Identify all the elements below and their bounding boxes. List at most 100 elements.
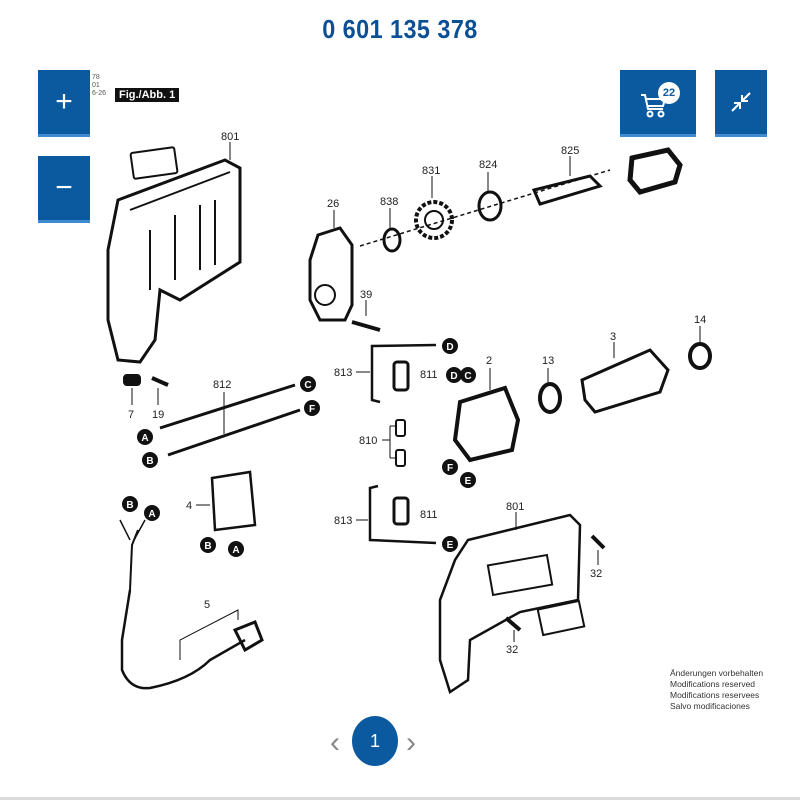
side-note-line: 78 bbox=[92, 74, 100, 81]
connector-marker bbox=[442, 338, 458, 354]
zoom-in-button[interactable]: + bbox=[38, 70, 90, 134]
connector-marker bbox=[460, 472, 476, 488]
part-label: 19 bbox=[152, 409, 164, 421]
armature-3 bbox=[580, 348, 670, 414]
figure-label: Fig./Abb. 1 bbox=[115, 88, 180, 102]
switch-4 bbox=[210, 470, 257, 532]
connector-marker bbox=[144, 505, 160, 521]
minus-icon: − bbox=[55, 171, 73, 204]
connector-letter: B bbox=[204, 541, 211, 552]
zoom-out-button[interactable]: − bbox=[38, 156, 90, 220]
connector-marker bbox=[460, 367, 476, 383]
brush-811-lower bbox=[392, 496, 410, 526]
part-label: 7 bbox=[128, 409, 134, 421]
part-label: 810 bbox=[359, 435, 377, 447]
screw-32-b bbox=[504, 616, 522, 632]
part-label: 838 bbox=[380, 196, 398, 208]
part-label: 4 bbox=[186, 500, 192, 512]
connector-letter: A bbox=[232, 545, 239, 556]
connector-letter: D bbox=[446, 342, 453, 353]
connector-marker bbox=[442, 536, 458, 552]
brush-810-a bbox=[395, 419, 406, 437]
part-label: 32 bbox=[590, 568, 602, 580]
part-label: 813 bbox=[334, 367, 352, 379]
notice-line: Modifications reservees bbox=[670, 690, 760, 700]
wire-813-upper bbox=[370, 343, 437, 404]
connector-letter: A bbox=[148, 509, 155, 520]
part-label: 811 bbox=[420, 369, 438, 381]
side-note: 78 01 6-26 bbox=[92, 74, 106, 98]
connector-letter: F bbox=[447, 463, 453, 474]
part-label: 39 bbox=[360, 289, 372, 301]
bearing-838 bbox=[382, 227, 402, 253]
side-note-line: 01 bbox=[92, 82, 100, 89]
part-label: 813 bbox=[334, 515, 352, 527]
previous-page-chevron-icon[interactable]: ‹ bbox=[330, 726, 340, 759]
plug bbox=[232, 620, 264, 653]
notice-line: Änderungen vorbehalten bbox=[670, 668, 764, 678]
connector-marker bbox=[122, 496, 138, 512]
connector-marker bbox=[200, 537, 216, 553]
screw-39 bbox=[351, 320, 381, 332]
wire-813-lower bbox=[368, 484, 437, 545]
part-label: 26 bbox=[327, 198, 339, 210]
housing-half-right bbox=[438, 513, 582, 694]
bottom-divider bbox=[0, 797, 800, 800]
screw-19 bbox=[151, 376, 169, 387]
plus-icon: + bbox=[55, 85, 73, 118]
side-note-line: 6-26 bbox=[92, 90, 107, 97]
part-label: 5 bbox=[204, 599, 210, 611]
stator-2 bbox=[452, 385, 521, 463]
page-title: 0 601 135 378 bbox=[322, 14, 478, 44]
part-label: 32 bbox=[506, 644, 518, 656]
part-label: 801 bbox=[221, 131, 239, 143]
label-plate bbox=[129, 146, 179, 180]
housing-half-left bbox=[106, 158, 242, 364]
bearing-824 bbox=[477, 190, 503, 222]
cart-button[interactable]: 22 bbox=[620, 70, 696, 134]
part-label: 2 bbox=[486, 355, 492, 367]
pagination: ‹ 1 › bbox=[0, 716, 800, 766]
collapse-button[interactable] bbox=[715, 70, 767, 134]
connector-letter: C bbox=[464, 371, 471, 382]
screw-32-a bbox=[590, 534, 606, 550]
connector-marker bbox=[446, 367, 462, 383]
part-label: 13 bbox=[542, 355, 554, 367]
connector-letter: E bbox=[465, 476, 472, 487]
wire-812-a bbox=[159, 383, 296, 430]
part-label: 825 bbox=[561, 145, 579, 157]
brush-810-b bbox=[395, 449, 406, 467]
gear-831 bbox=[414, 200, 454, 240]
connector-marker bbox=[304, 400, 320, 416]
current-page-button[interactable]: 1 bbox=[352, 716, 398, 766]
connector-letter: B bbox=[126, 500, 133, 511]
next-page-chevron-icon[interactable]: › bbox=[406, 726, 416, 759]
connector-letter: F bbox=[309, 404, 315, 415]
drill-chuck bbox=[627, 147, 683, 195]
collapse-arrows-icon bbox=[731, 92, 751, 112]
wire-812-b bbox=[167, 408, 301, 457]
gear-housing bbox=[308, 226, 354, 322]
connector-letter: A bbox=[141, 433, 148, 444]
spindle-825 bbox=[531, 174, 603, 206]
cart-count-badge: 22 bbox=[658, 82, 680, 104]
connector-marker bbox=[300, 376, 316, 392]
modifications-notice: Änderungen vorbehalten Modifications res… bbox=[670, 668, 763, 712]
connector-marker bbox=[228, 541, 244, 557]
connector-letter: E bbox=[447, 540, 454, 551]
connector-letter: D bbox=[450, 371, 457, 382]
part-label: 824 bbox=[479, 159, 497, 171]
part-label: 801 bbox=[506, 501, 524, 513]
bearing-13 bbox=[538, 382, 562, 414]
connector-marker bbox=[137, 429, 153, 445]
connector-marker bbox=[142, 452, 158, 468]
power-cable-5 bbox=[120, 589, 246, 690]
connector-marker bbox=[442, 459, 458, 475]
notice-line: Salvo modificaciones bbox=[670, 701, 750, 711]
part-7 bbox=[123, 374, 141, 386]
part-label: 14 bbox=[694, 314, 706, 326]
part-label: 811 bbox=[420, 509, 438, 521]
part-label: 812 bbox=[213, 379, 231, 391]
brush-811-upper bbox=[392, 360, 410, 392]
